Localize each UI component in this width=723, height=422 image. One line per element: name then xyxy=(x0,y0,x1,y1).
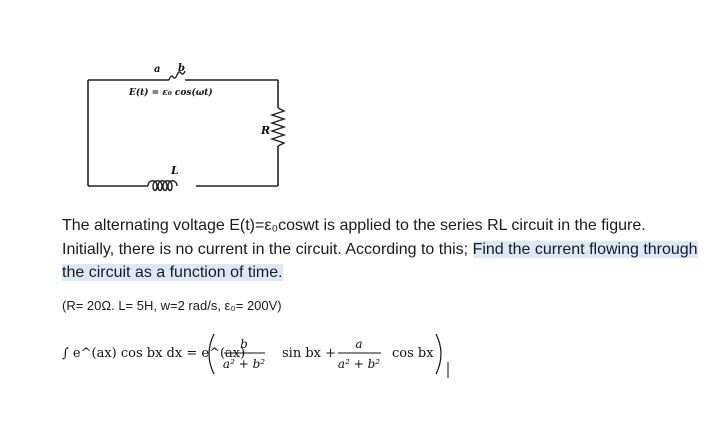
term1-denominator: a² + b² xyxy=(223,357,265,371)
term2-function: cos bx xyxy=(392,346,434,361)
term2-numerator: a xyxy=(355,337,362,351)
term1-numerator: b xyxy=(240,337,248,351)
inductor-label: L xyxy=(170,164,179,177)
node-b-label: b xyxy=(178,63,185,74)
term1-function: sin bx + xyxy=(282,346,336,361)
inductor-symbol xyxy=(147,180,178,192)
integral-formula: ∫ e^(ax) cos bx dx = e^(ax) b a² + b² si… xyxy=(62,333,449,378)
integral-lhs: ∫ e^(ax) cos bx dx = e^(ax) xyxy=(62,346,245,361)
term2-denominator: a² + b² xyxy=(338,357,380,371)
problem-statement: The alternating voltage E(t)=ε₀coswt is … xyxy=(62,214,702,285)
rl-circuit-diagram: a b E(t) = ε₀ cos(ωt) R L xyxy=(87,63,287,192)
ac-source-symbol xyxy=(168,70,186,81)
given-values: (R= 20Ω. L= 5H, w=2 rad/s, ε₀= 200V) xyxy=(62,298,282,313)
resistor-symbol xyxy=(269,107,287,147)
left-paren xyxy=(208,333,215,375)
node-a-label: a xyxy=(154,64,160,75)
problem-text: The alternating voltage E(t)=ε₀coswt is … xyxy=(62,217,646,258)
source-formula: E(t) = ε₀ cos(ωt) xyxy=(128,87,213,98)
right-paren xyxy=(435,333,442,375)
resistor-label: R xyxy=(260,124,270,137)
